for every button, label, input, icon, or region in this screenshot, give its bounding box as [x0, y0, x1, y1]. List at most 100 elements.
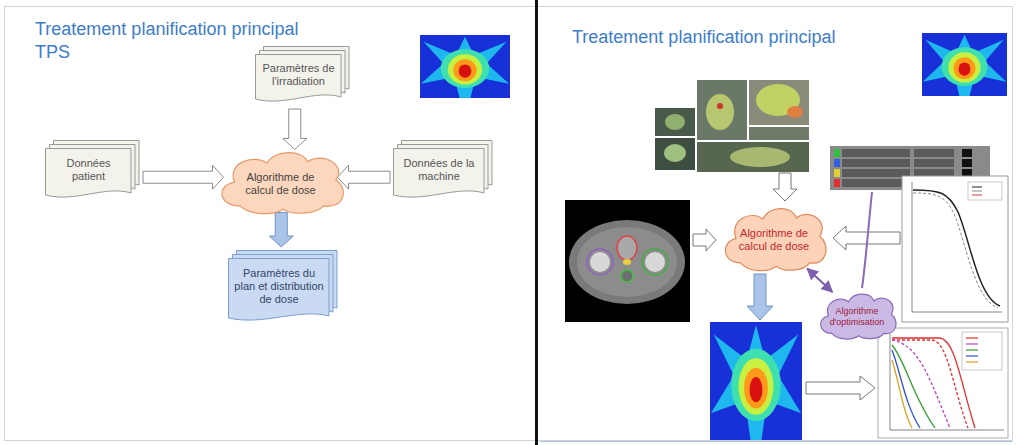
ct-scan-image: [621, 270, 633, 282]
image-montage: [697, 80, 747, 140]
profile-curve-plot: [972, 191, 982, 192]
flow-arrow: [773, 173, 797, 201]
structure-table: [834, 169, 840, 177]
optimization-link: [862, 192, 872, 288]
text-area: Algorithme de calcul de dose: [718, 203, 830, 272]
process-cloud: Algorithme de calcul de dose: [718, 203, 830, 272]
flow-arrow: [693, 173, 900, 400]
block-arrow: [143, 165, 224, 189]
node-text: Paramètres de l'irradiation: [261, 62, 336, 88]
dose-distribution-image: [710, 322, 802, 440]
dvh-plot: [966, 343, 978, 344]
image-montage: [665, 114, 685, 130]
text-area: Paramètres de l'irradiation: [255, 46, 350, 106]
profile-curve-plot: [972, 195, 982, 196]
image-montage: [717, 103, 723, 109]
dose-map-icon: [420, 35, 510, 98]
frame: [540, 441, 1012, 442]
node-text: Paramètres du plan et distribution de do…: [234, 267, 324, 307]
flow-arrow: [747, 274, 773, 320]
block-arrow: [283, 109, 307, 149]
optimization-link: [862, 192, 872, 288]
image-montage: [664, 144, 686, 162]
ct-scan-image: [642, 249, 668, 275]
cloud-outline: [222, 153, 343, 214]
text-area: Données patient: [45, 140, 140, 202]
structure-table: [914, 149, 954, 157]
cloud-outline: [725, 209, 826, 271]
structure-table: [842, 159, 910, 167]
document-box: Paramètres de l'irradiation: [255, 46, 350, 106]
node-text: Données patient: [51, 157, 126, 183]
document-box: Paramètres du plan et distribution de do…: [228, 250, 338, 325]
dvh-plot: [892, 345, 935, 428]
process-cloud: Algorithme d'optimisation: [815, 290, 899, 340]
document-outline: [394, 149, 485, 198]
dvh-plot: [892, 340, 968, 428]
structure-table: [834, 179, 840, 187]
panel-divider: [535, 0, 538, 445]
profile-curve-plot: [972, 187, 982, 188]
structure-table: [962, 149, 972, 157]
ct-scan-image: [565, 200, 690, 322]
image-montage: [655, 138, 695, 170]
dvh-plot: [966, 355, 978, 356]
dvh-plot: [966, 361, 978, 362]
image-montage: [655, 108, 695, 136]
panel-divider: [535, 0, 538, 445]
image-montage: [787, 106, 803, 118]
dvh-plot: [892, 340, 950, 428]
document-box: Données de la machine: [393, 140, 493, 202]
structure-table: [962, 159, 972, 167]
dvh-plot: [966, 349, 978, 350]
structure-table: [842, 179, 910, 187]
panel-title: Treatement planification principal: [572, 26, 917, 49]
ct-scan-image: [565, 200, 690, 322]
frame: [5, 7, 1013, 441]
profile-curve-plot: [913, 193, 998, 308]
structure-table: [842, 149, 910, 157]
document-outline: [229, 259, 330, 321]
image-montage: [706, 94, 734, 130]
frame: [5, 7, 1013, 442]
document-outline: [46, 149, 132, 198]
text-area: Algorithme d'optimisation: [815, 290, 899, 340]
image-montage: [749, 80, 809, 125]
cloud-outline: [821, 294, 896, 339]
structure-table: [834, 149, 840, 157]
ct-scan-image: [569, 220, 685, 304]
image-montage: [655, 80, 809, 172]
ct-scan-image: [577, 227, 677, 297]
block-arrow: [338, 165, 391, 189]
profile-curve-plot: [902, 176, 1008, 322]
node-text: Algorithme de calcul de dose: [736, 227, 812, 253]
dvh-plot: [892, 350, 920, 428]
dvh-plot: [966, 337, 978, 338]
dvh-plot: [962, 332, 1002, 370]
dvh-plot: [878, 328, 1008, 438]
dose-distribution-image: [710, 322, 802, 440]
node-text: Données de la machine: [399, 157, 479, 183]
node-text: Algorithme de calcul de dose: [235, 171, 327, 197]
dvh-plot: [878, 328, 1008, 438]
dose-map-icon: [922, 33, 1007, 96]
ct-scan-image: [587, 249, 613, 275]
ct-scan-image: [623, 259, 631, 265]
node-text: Algorithme d'optimisation: [828, 306, 885, 328]
ct-scan-image: [590, 252, 610, 272]
image-montage: [730, 147, 790, 167]
structure-table: [834, 159, 840, 167]
profile-curve-plot: [902, 176, 1008, 322]
text-area: Paramètres du plan et distribution de do…: [228, 250, 338, 325]
image-montage: [697, 142, 809, 172]
ct-scan-image: [617, 236, 637, 260]
document-outline: [256, 55, 342, 102]
profile-curve-plot: [913, 190, 1000, 306]
dvh-plot: [892, 360, 912, 428]
structure-table: [914, 159, 954, 167]
process-cloud: Algorithme de calcul de dose: [213, 147, 348, 215]
text-area: Données de la machine: [393, 140, 493, 202]
profile-curve-plot: [912, 182, 1002, 312]
